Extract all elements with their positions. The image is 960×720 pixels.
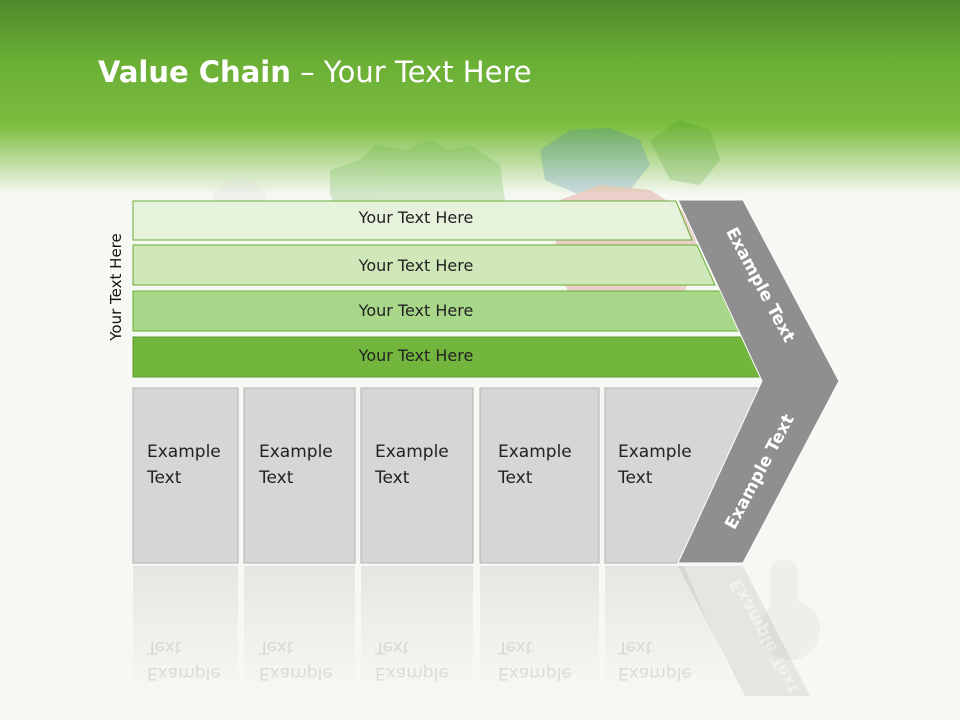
column-label-4-line1: Example <box>498 442 572 462</box>
column-reflection-label-2-line1: Example <box>259 663 333 683</box>
row-label-2: Your Text Here <box>358 256 474 275</box>
column-label-2-line1: Example <box>259 442 333 462</box>
slide-title: Value Chain – Your Text Here <box>98 55 532 89</box>
white-figure-leg <box>770 560 798 640</box>
column-label-5: Example Text <box>618 439 692 491</box>
header-band <box>0 0 960 200</box>
column-reflection-label-4-line1: Example <box>498 663 572 683</box>
blue-gear-shape <box>540 128 650 195</box>
column-label-5-line1: Example <box>618 442 692 462</box>
column-reflection-label-3-line2: Text <box>375 637 410 657</box>
column-box-1[interactable] <box>132 387 239 564</box>
column-reflection-label-1: Example Text <box>147 634 221 686</box>
column-label-1-line2: Text <box>147 468 182 488</box>
green-figure-shape <box>650 120 720 185</box>
column-reflection-label-4-line2: Text <box>498 637 533 657</box>
row-bar-1[interactable] <box>132 200 693 241</box>
column-reflection-label-5: Example Text <box>618 634 692 686</box>
column-reflection-label-4: Example Text <box>498 634 572 686</box>
column-label-3-line1: Example <box>375 442 449 462</box>
column-reflection-label-1-line1: Example <box>147 663 221 683</box>
green-gear-shape <box>330 140 505 215</box>
column-reflection-4 <box>480 566 599 696</box>
column-reflection-label-5-line1: Example <box>618 663 692 683</box>
column-label-1-line1: Example <box>147 442 221 462</box>
white-figure-head-right <box>760 600 820 660</box>
column-label-1: Example Text <box>147 439 221 491</box>
column-label-3-line2: Text <box>375 468 410 488</box>
row-label-4: Your Text Here <box>358 346 474 365</box>
chevron-reflection <box>678 566 810 696</box>
column-label-3: Example Text <box>375 439 449 491</box>
row-bar-2[interactable] <box>132 244 716 286</box>
column-reflection-2 <box>244 566 355 696</box>
column-label-2-line2: Text <box>259 468 294 488</box>
column-reflection-5 <box>605 566 740 696</box>
chevron-arrow[interactable] <box>677 199 840 564</box>
column-reflection-3 <box>361 566 473 696</box>
row-label-3: Your Text Here <box>358 301 474 320</box>
column-reflection-label-2-line2: Text <box>259 637 294 657</box>
column-reflection-label-1-line2: Text <box>147 637 182 657</box>
title-bold: Value Chain <box>98 55 291 89</box>
column-box-4[interactable] <box>479 387 600 564</box>
column-label-5-line2: Text <box>618 468 653 488</box>
column-label-4-line2: Text <box>498 468 533 488</box>
title-rest: – Your Text Here <box>290 55 532 89</box>
column-box-3[interactable] <box>360 387 474 564</box>
column-label-4: Example Text <box>498 439 572 491</box>
column-reflection-label-3-line1: Example <box>375 663 449 683</box>
column-reflection-label-3: Example Text <box>375 634 449 686</box>
column-reflection-1 <box>133 566 238 696</box>
side-label: Your Text Here <box>107 233 125 341</box>
column-reflection-label-5-line2: Text <box>618 637 653 657</box>
column-reflection-label-2: Example Text <box>259 634 333 686</box>
column-box-2[interactable] <box>243 387 356 564</box>
column-label-2: Example Text <box>259 439 333 491</box>
row-label-1: Your Text Here <box>358 208 474 227</box>
